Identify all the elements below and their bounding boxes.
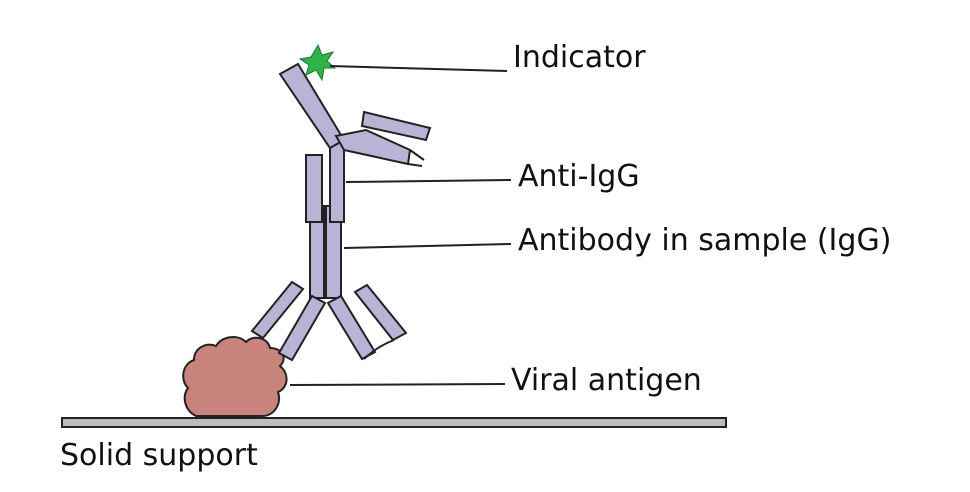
leader-antibody [343, 243, 512, 249]
indicator-star [298, 43, 337, 82]
viral-antigen [182, 336, 288, 417]
label-anti-igg: Anti-IgG [518, 159, 640, 194]
solid-support [61, 417, 727, 428]
label-solid-support: Solid support [60, 438, 258, 473]
anti-igg-right-light-chain [360, 110, 432, 142]
igg-right-arm [326, 294, 377, 361]
anti-igg-left-arm [278, 62, 346, 150]
leader-antigen [289, 383, 506, 386]
label-indicator: Indicator [513, 40, 646, 75]
leader-anti-igg [345, 179, 512, 183]
anti-igg-right-arm [334, 128, 412, 166]
leader-indicator [329, 65, 508, 72]
anti-igg-stem-right [329, 139, 345, 223]
anti-igg-stem-left [305, 154, 323, 223]
igg-right-light-chain [353, 283, 408, 342]
igg-left-light-chain [250, 280, 305, 340]
label-antibody-in-sample: Antibody in sample (IgG) [518, 223, 892, 258]
igg-right-binding-site [363, 339, 395, 360]
igg-left-arm [277, 294, 327, 362]
anti-igg-right-notch [407, 149, 425, 167]
label-viral-antigen: Viral antigen [511, 363, 702, 398]
